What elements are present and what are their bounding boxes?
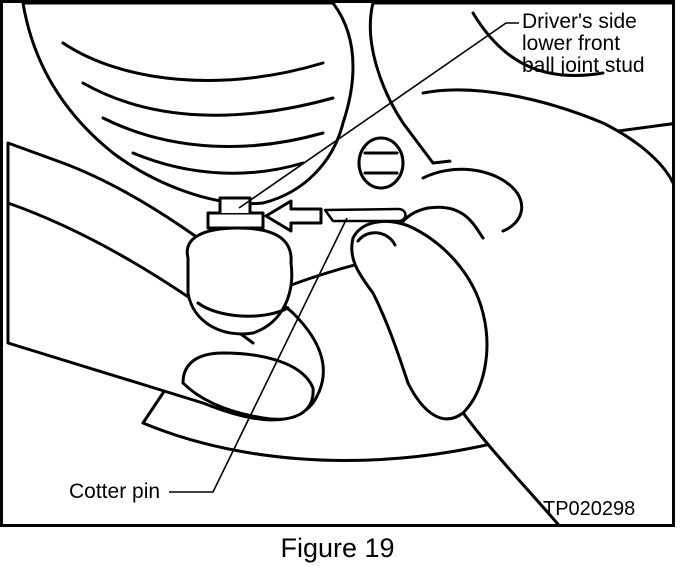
ball-joint-housing [185, 226, 294, 336]
ball-joint-illustration [6, 3, 672, 524]
hand-thumb [181, 351, 315, 421]
figure-caption: Figure 19 [280, 533, 395, 563]
stud-callout-line-1: Driver's side [522, 10, 637, 33]
stud-callout: Driver's side lower front ball joint stu… [522, 11, 645, 77]
cotter-pin-callout: Cotter pin [69, 480, 161, 503]
hand-finger [350, 219, 489, 421]
insertion-arrow [264, 199, 323, 233]
stud-callout-line-3: ball joint stud [522, 54, 645, 77]
leader-line-cotter [169, 217, 348, 493]
illustration-frame: Driver's side lower front ball joint stu… [0, 0, 675, 527]
cv-boot [21, 3, 355, 206]
cotter-pin [323, 207, 407, 223]
bolt-head-left [357, 136, 405, 190]
hand-upper [390, 88, 672, 524]
leader-line-stud [238, 22, 519, 209]
figure-code: TP020298 [543, 498, 636, 520]
stud-callout-line-2: lower front [522, 32, 621, 55]
ball-joint-stud [218, 196, 252, 215]
castle-nut [206, 211, 265, 230]
